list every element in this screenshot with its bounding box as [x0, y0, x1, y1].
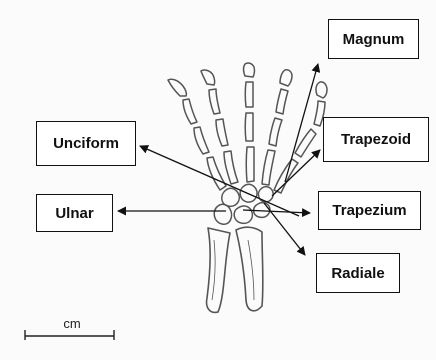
magnum-label-box: Magnum: [328, 19, 419, 59]
carpal-radiale: [234, 206, 252, 223]
radius-bone: [236, 227, 263, 311]
ulna-bone: [207, 228, 230, 312]
digits: [168, 63, 327, 193]
scale-bar: [25, 330, 114, 340]
scale-bar-unit: cm: [52, 316, 92, 331]
radiale-label-box: Radiale: [316, 253, 400, 293]
trapezoid-label: Trapezoid: [341, 131, 411, 148]
trapezium-label: Trapezium: [332, 202, 406, 219]
radiale-arrow: [264, 203, 305, 255]
magnum-arrow: [285, 64, 318, 182]
unciform-label: Unciform: [53, 135, 119, 152]
ulnar-label: Ulnar: [55, 205, 93, 222]
trapezoid-arrow: [272, 150, 320, 196]
carpal-ulnar: [214, 204, 231, 224]
ulnar-label-box: Ulnar: [36, 194, 113, 232]
carpal-unciform: [222, 188, 240, 206]
radiale-label: Radiale: [331, 265, 384, 282]
trapezium-label-box: Trapezium: [318, 191, 421, 230]
pointer-arrows: [118, 64, 320, 255]
forearm-bones: [207, 227, 263, 312]
trapezoid-label-box: Trapezoid: [323, 117, 429, 162]
unciform-label-box: Unciform: [36, 121, 136, 166]
magnum-label: Magnum: [343, 31, 405, 48]
